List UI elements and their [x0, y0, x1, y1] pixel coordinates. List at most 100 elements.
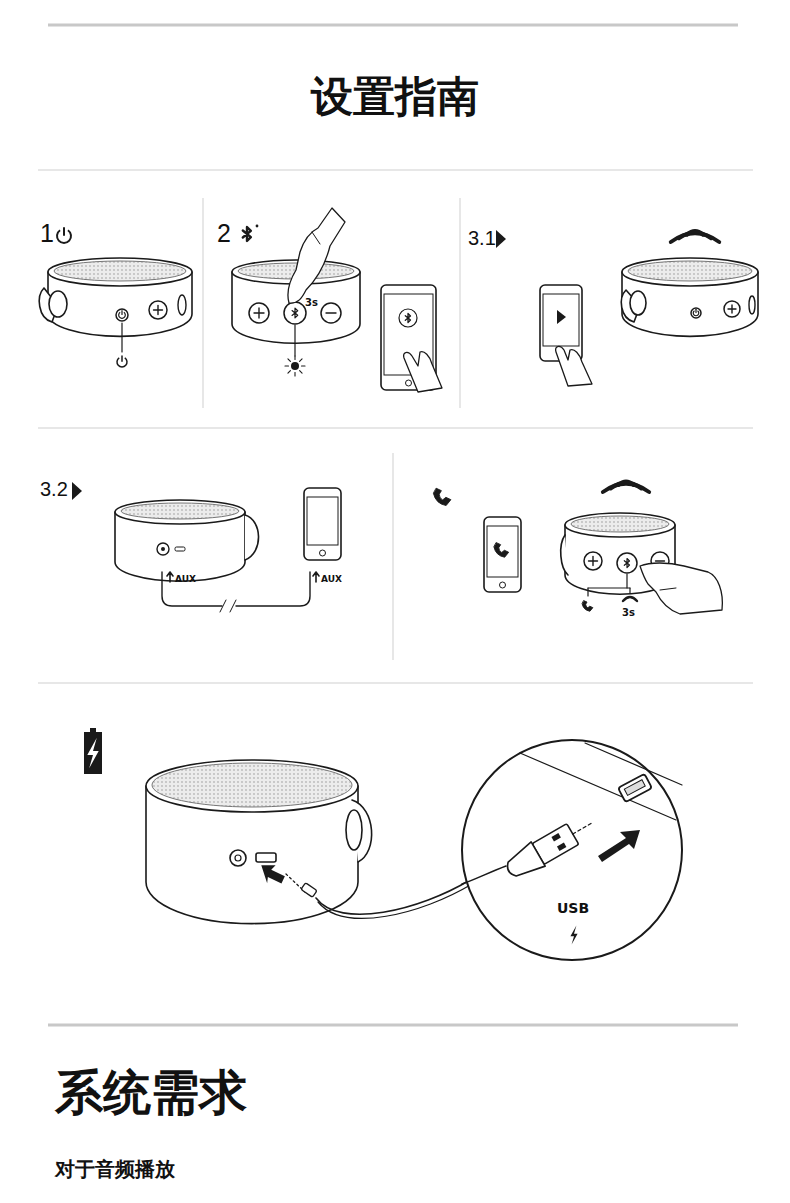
callout-label: 3s: [622, 607, 635, 618]
button-edge: [178, 295, 186, 315]
play-symbol: [72, 482, 82, 500]
line-stroke: [326, 312, 336, 313]
line-stroke: [121, 356, 123, 361]
phone-screen: [543, 294, 579, 346]
line-stroke: [121, 311, 122, 315]
step-number: 3.2: [40, 478, 68, 500]
speaker-figure: [115, 500, 245, 581]
usb-plug-hole: [557, 843, 566, 851]
insert-arrow: [255, 860, 287, 889]
line-stroke: [520, 753, 676, 820]
speaker-button: [249, 303, 269, 323]
separator-line: [38, 170, 753, 171]
hand-drawing: [404, 352, 442, 392]
line-stroke: [660, 588, 676, 590]
battery-cap: [90, 728, 96, 732]
speaker-figure: [622, 258, 758, 336]
usb-plug-body: [502, 842, 545, 883]
phone-screen: [487, 526, 518, 577]
bluetooth-symbol: [292, 308, 298, 318]
speaker-button: [116, 309, 128, 321]
speaker-grille: [54, 261, 186, 281]
button-ring: [116, 309, 128, 321]
line-stroke: [302, 365, 306, 366]
speaker-rim: [48, 258, 192, 286]
usb-port: [618, 774, 652, 802]
handset-symbol: [432, 485, 452, 508]
speaker-grille: [628, 261, 752, 281]
line-stroke: [294, 373, 295, 377]
speaker-rim: [146, 760, 358, 812]
handle-hole: [630, 291, 646, 315]
line-stroke: [288, 371, 290, 373]
hangup-symbol: [623, 597, 637, 601]
speaker-button: [149, 301, 167, 319]
handset-symbol: [493, 540, 510, 560]
dot: [256, 225, 259, 228]
line-stroke: [629, 588, 630, 593]
button-ring: [284, 302, 306, 324]
line-stroke: [656, 560, 665, 561]
aux-jack: [230, 850, 246, 866]
lightning-symbol: [87, 738, 98, 768]
usb-plug-hole: [551, 833, 560, 841]
line-stroke: [731, 305, 732, 313]
aux-cable: [236, 572, 310, 606]
step-number: 3.1: [468, 227, 496, 249]
line-stroke: [626, 574, 627, 588]
indicator-light: [291, 362, 299, 370]
divider-line: [203, 198, 204, 408]
line-stroke: [294, 325, 295, 356]
phone-home-button: [320, 550, 326, 556]
button-ring: [584, 552, 602, 570]
arrow-up: [313, 572, 319, 582]
line-stroke: [157, 306, 158, 315]
line-stroke: [587, 588, 588, 596]
handle-hole: [49, 291, 67, 317]
line-stroke: [230, 600, 236, 612]
bluetooth-symbol: [405, 314, 410, 323]
usb-port: [256, 853, 276, 862]
separator-line: [48, 1024, 738, 1027]
battery-body: [84, 732, 102, 774]
aux-jack: [161, 547, 165, 551]
callout-label: 3s: [305, 297, 318, 308]
hand-drawing: [288, 208, 345, 303]
magnified-view: [462, 740, 682, 960]
separator-line: [38, 428, 753, 429]
line-stroke: [285, 365, 289, 366]
wave-arc: [618, 482, 633, 485]
button-ring: [691, 308, 701, 318]
bluetooth-symbol: [243, 227, 251, 241]
line-stroke: [300, 371, 302, 373]
line-stroke: [592, 557, 593, 566]
line-stroke: [300, 359, 302, 361]
button-ring: [724, 301, 740, 317]
section-heading: 对于音频播放: [55, 1158, 175, 1180]
insert-arrow: [598, 830, 640, 862]
callout-label: AUX: [175, 575, 196, 585]
sound-waves: [603, 482, 649, 492]
speaker-button: [321, 303, 341, 323]
usb-plug: [502, 810, 601, 883]
aux-cable: [162, 572, 222, 606]
line-stroke: [312, 232, 320, 244]
page-title: 设置指南: [0, 74, 790, 120]
wave-arc: [687, 231, 703, 235]
handle: [561, 535, 568, 575]
line-stroke: [695, 309, 696, 312]
usb-port: [175, 547, 185, 551]
speaker-rim: [115, 500, 245, 524]
speaker-figure: [48, 258, 192, 336]
divider-line: [393, 453, 394, 660]
phone-screen: [307, 497, 338, 545]
battery-icon: [84, 728, 102, 774]
phone-figure: [304, 488, 341, 560]
speaker-button: [691, 308, 701, 318]
line-stroke: [121, 323, 122, 352]
handset-symbol: [581, 599, 593, 613]
micro-usb-plug: [301, 883, 317, 898]
speaker-button: [584, 552, 602, 570]
arrow-up: [167, 572, 173, 582]
